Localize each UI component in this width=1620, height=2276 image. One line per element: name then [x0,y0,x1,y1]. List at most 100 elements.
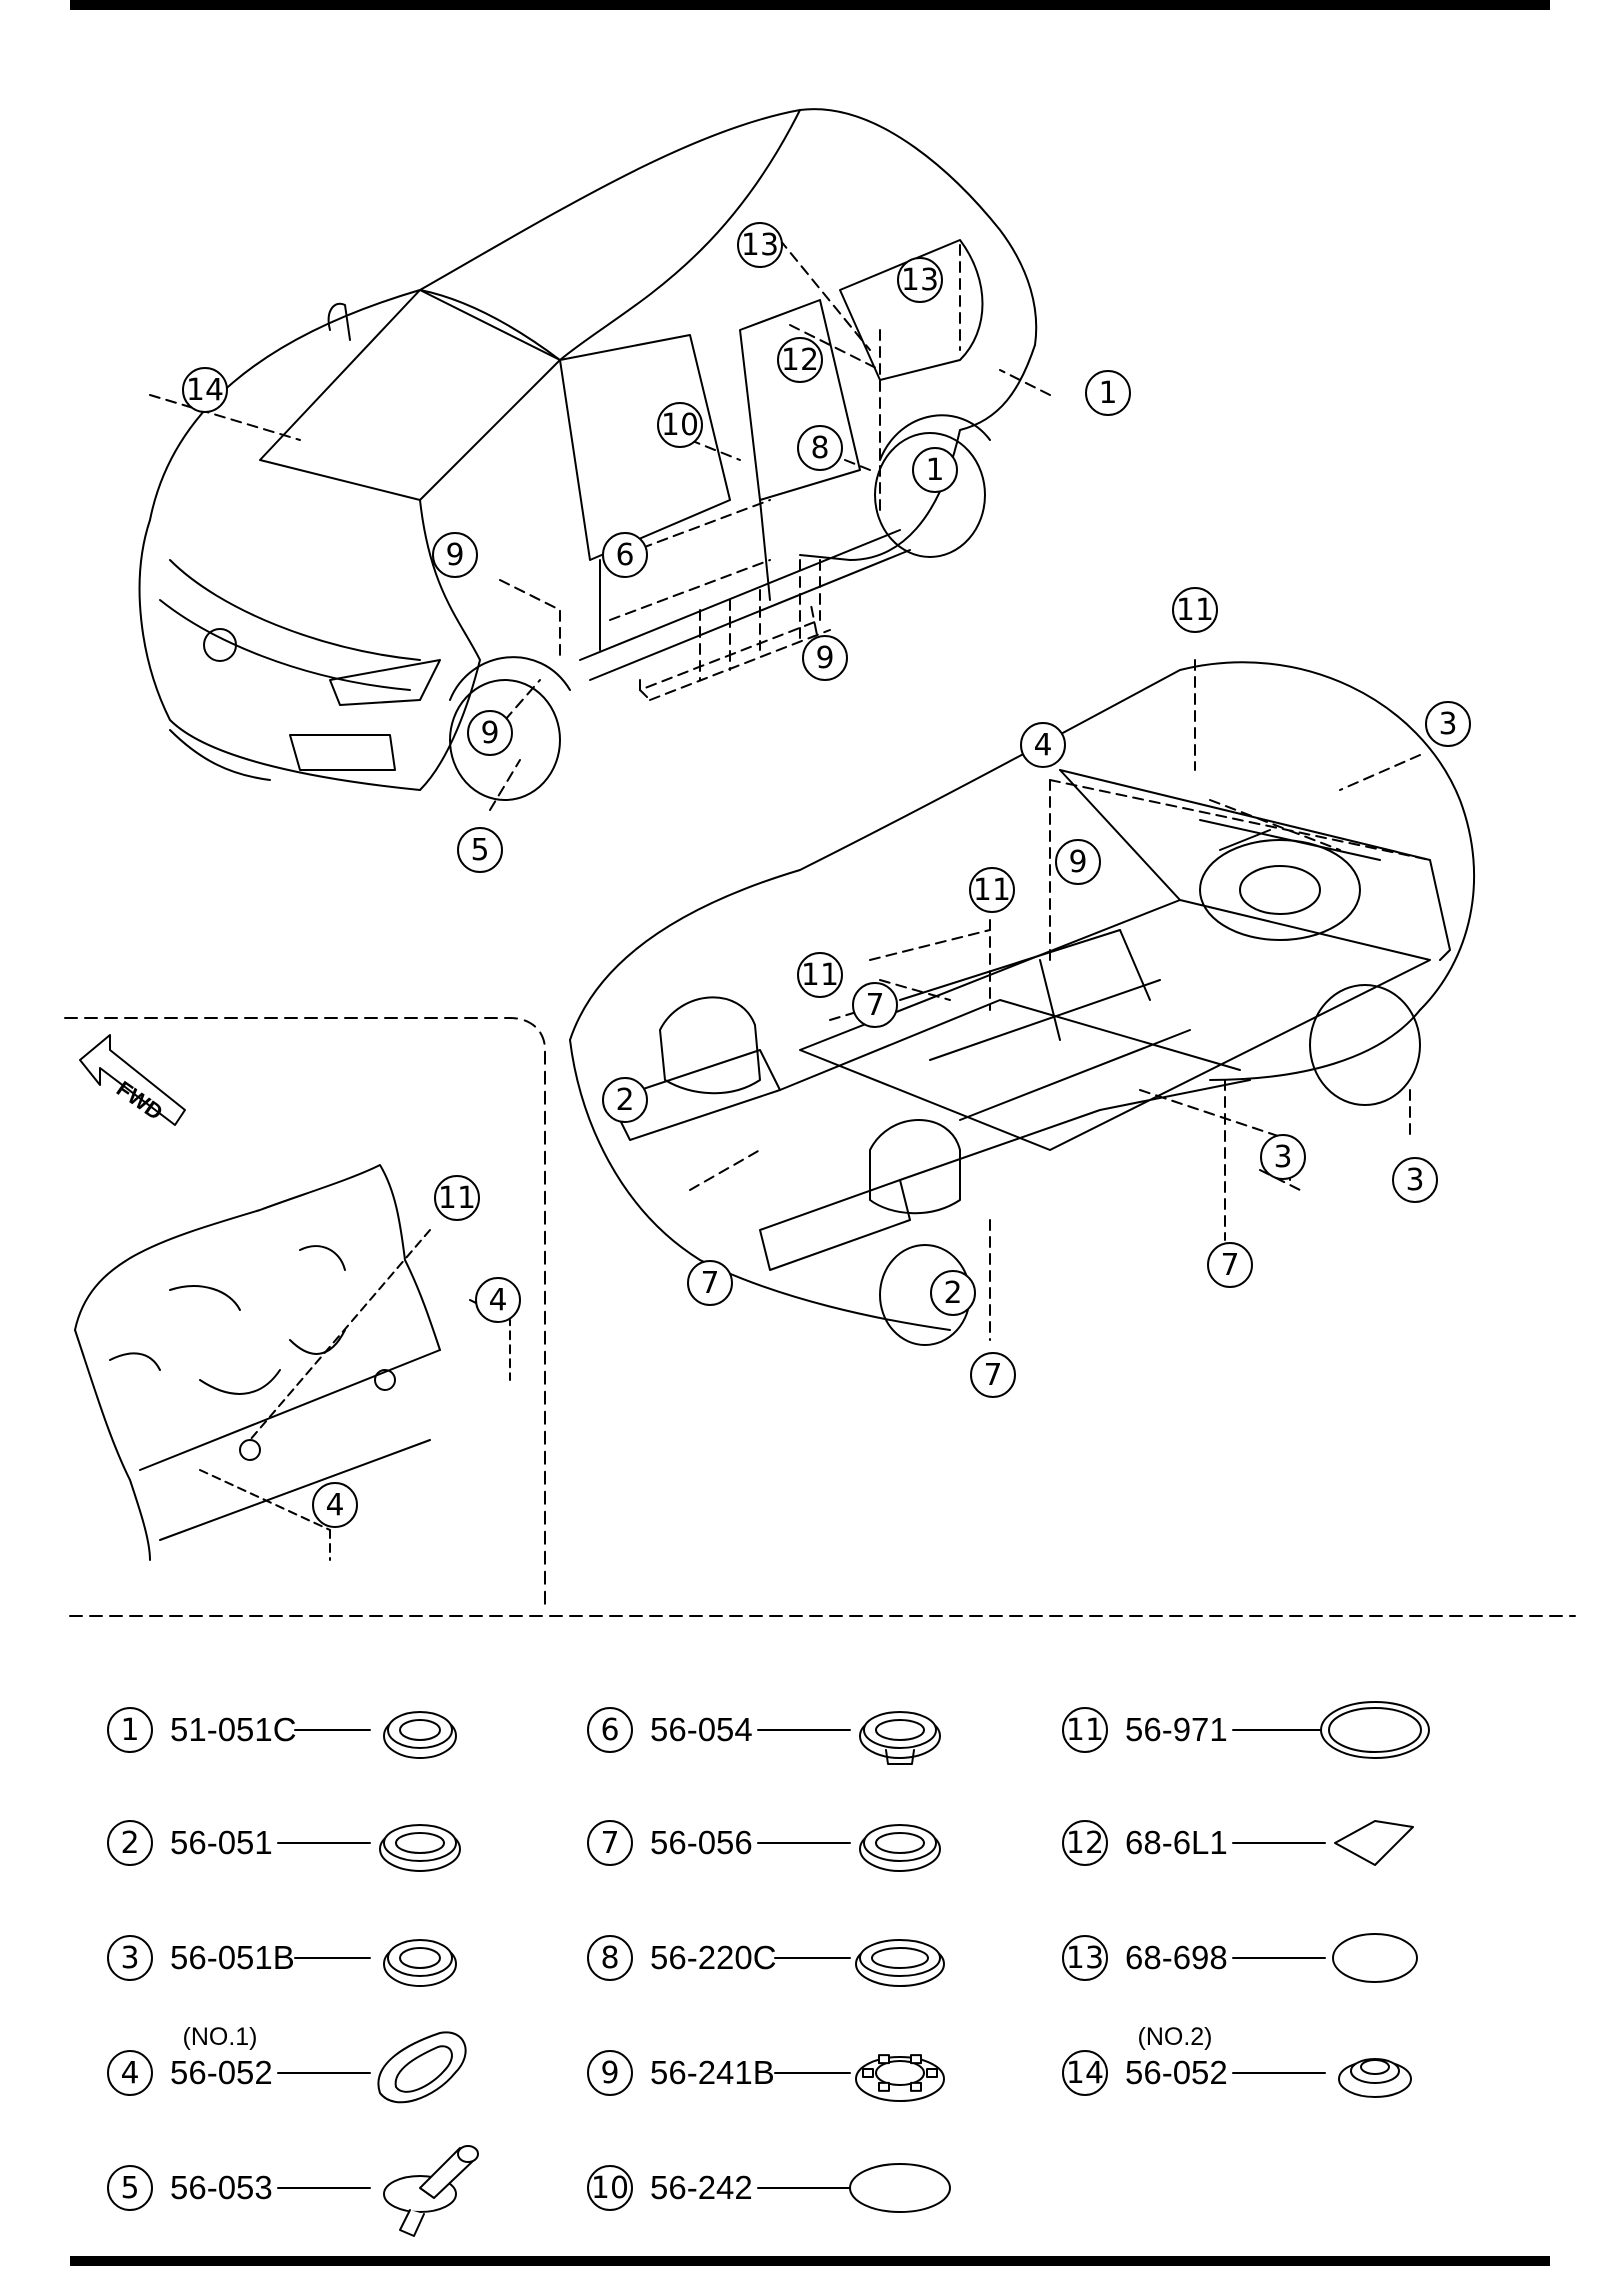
legend-item-7: 7 56-056 [587,1820,941,1872]
legend-part-code: 56-051 [170,1824,273,1861]
legend-number: 9 [600,2056,619,2091]
callout-circle [852,982,898,1028]
callout-circle [467,710,513,756]
callout-circle [970,1352,1016,1398]
legend-part-code: 56-241B [650,2054,775,2091]
callout-number: 7 [983,1358,1002,1393]
callout-9: 9 [467,710,513,756]
legend-circle [587,1707,633,1753]
legend-circle [587,2165,633,2211]
legend-circle [107,1935,153,1981]
legend-number: 1 [120,1713,139,1748]
legend-circle [587,1820,633,1866]
callout-7: 7 [852,982,898,1028]
callout-5: 5 [457,827,503,873]
part-shape-grommet-stepped [1338,2058,1412,2098]
legend-number: 13 [1066,1941,1104,1976]
legend-circle [1062,1935,1108,1981]
legend-item-3: 3 56-051B [107,1935,457,1987]
callout-7: 7 [970,1352,1016,1398]
callout-number: 13 [901,263,939,298]
callout-circle [797,425,843,471]
legend-item-13: 13 68-698 [1062,1933,1418,1983]
legend-part-code: 56-056 [650,1824,753,1861]
legend-circle [107,2050,153,2096]
legend-circle [107,1820,153,1866]
legend-circle [1062,1820,1108,1866]
callout-circle [434,1175,480,1221]
legend-number: 12 [1066,1826,1104,1861]
legend-part-code: 56-052 [170,2054,273,2091]
part-shape-grommet [379,1824,461,1872]
legend-part-code: 56-054 [650,1711,753,1748]
part-shape-clip [383,2145,479,2237]
legend-number: 6 [600,1713,619,1748]
callout-circle [182,367,228,413]
callout-1: 1 [912,447,958,493]
legend-number: 7 [600,1826,619,1861]
callout-11: 11 [969,867,1015,913]
inset-panel: FWD [64,1017,1576,1617]
callout-circle [912,447,958,493]
callout-number: 3 [1273,1140,1292,1175]
part-shape-ring [1320,1701,1430,1759]
legend-number: 14 [1066,2056,1104,2091]
callout-circle [475,1277,521,1323]
legend-part-code: 56-242 [650,2169,753,2206]
fwd-arrow-icon: FWD [79,1034,186,1126]
callout-number: 11 [438,1181,476,1216]
legend-part-code: 56-220C [650,1939,777,1976]
part-shape-grommet-small [383,1939,457,1987]
callout-number: 3 [1438,707,1457,742]
callout-3: 3 [1260,1134,1306,1180]
legend-circle [107,1707,153,1753]
callout-circle [777,337,823,383]
callout-number: 4 [1033,728,1052,763]
callout-circle [1392,1157,1438,1203]
legend-number: 5 [120,2171,139,2206]
callout-number: 1 [925,453,944,488]
legend-number: 3 [120,1941,139,1976]
callout-circle [897,257,943,303]
part-shape-cap-slots [855,2054,945,2102]
legend-circle [587,1935,633,1981]
callout-2: 2 [930,1270,976,1316]
callout-circle [432,532,478,578]
part-shape-ellipse [849,2163,951,2213]
callout-number: 10 [661,408,699,443]
callout-9: 9 [432,532,478,578]
legend-note: (NO.2) [1138,2023,1213,2051]
callout-number: 12 [781,343,819,378]
callout-circle [1172,587,1218,633]
callout-circle [1425,701,1471,747]
legend-part-code: 68-698 [1125,1939,1228,1976]
callout-circle [1055,839,1101,885]
callout-circle [737,222,783,268]
callout-9: 9 [1055,839,1101,885]
callout-number: 9 [480,716,499,751]
callout-number: 7 [700,1266,719,1301]
callout-circle [687,1260,733,1306]
legend-part-code: 56-051B [170,1939,295,1976]
callout-circle [1207,1242,1253,1288]
top-rule [70,0,1550,10]
legend-note: (NO.1) [183,2023,258,2051]
legend-item-6: 6 56-054 [587,1707,941,1765]
callout-7: 7 [687,1260,733,1306]
callout-13: 13 [897,257,943,303]
callout-number: 3 [1405,1163,1424,1198]
upper-car-illustration [138,108,1051,811]
callout-circle [802,635,848,681]
callout-11: 11 [1172,587,1218,633]
callout-number: 4 [488,1283,507,1318]
callout-circle [457,827,503,873]
bottom-rule [70,2256,1550,2266]
callout-number: 8 [810,431,829,466]
